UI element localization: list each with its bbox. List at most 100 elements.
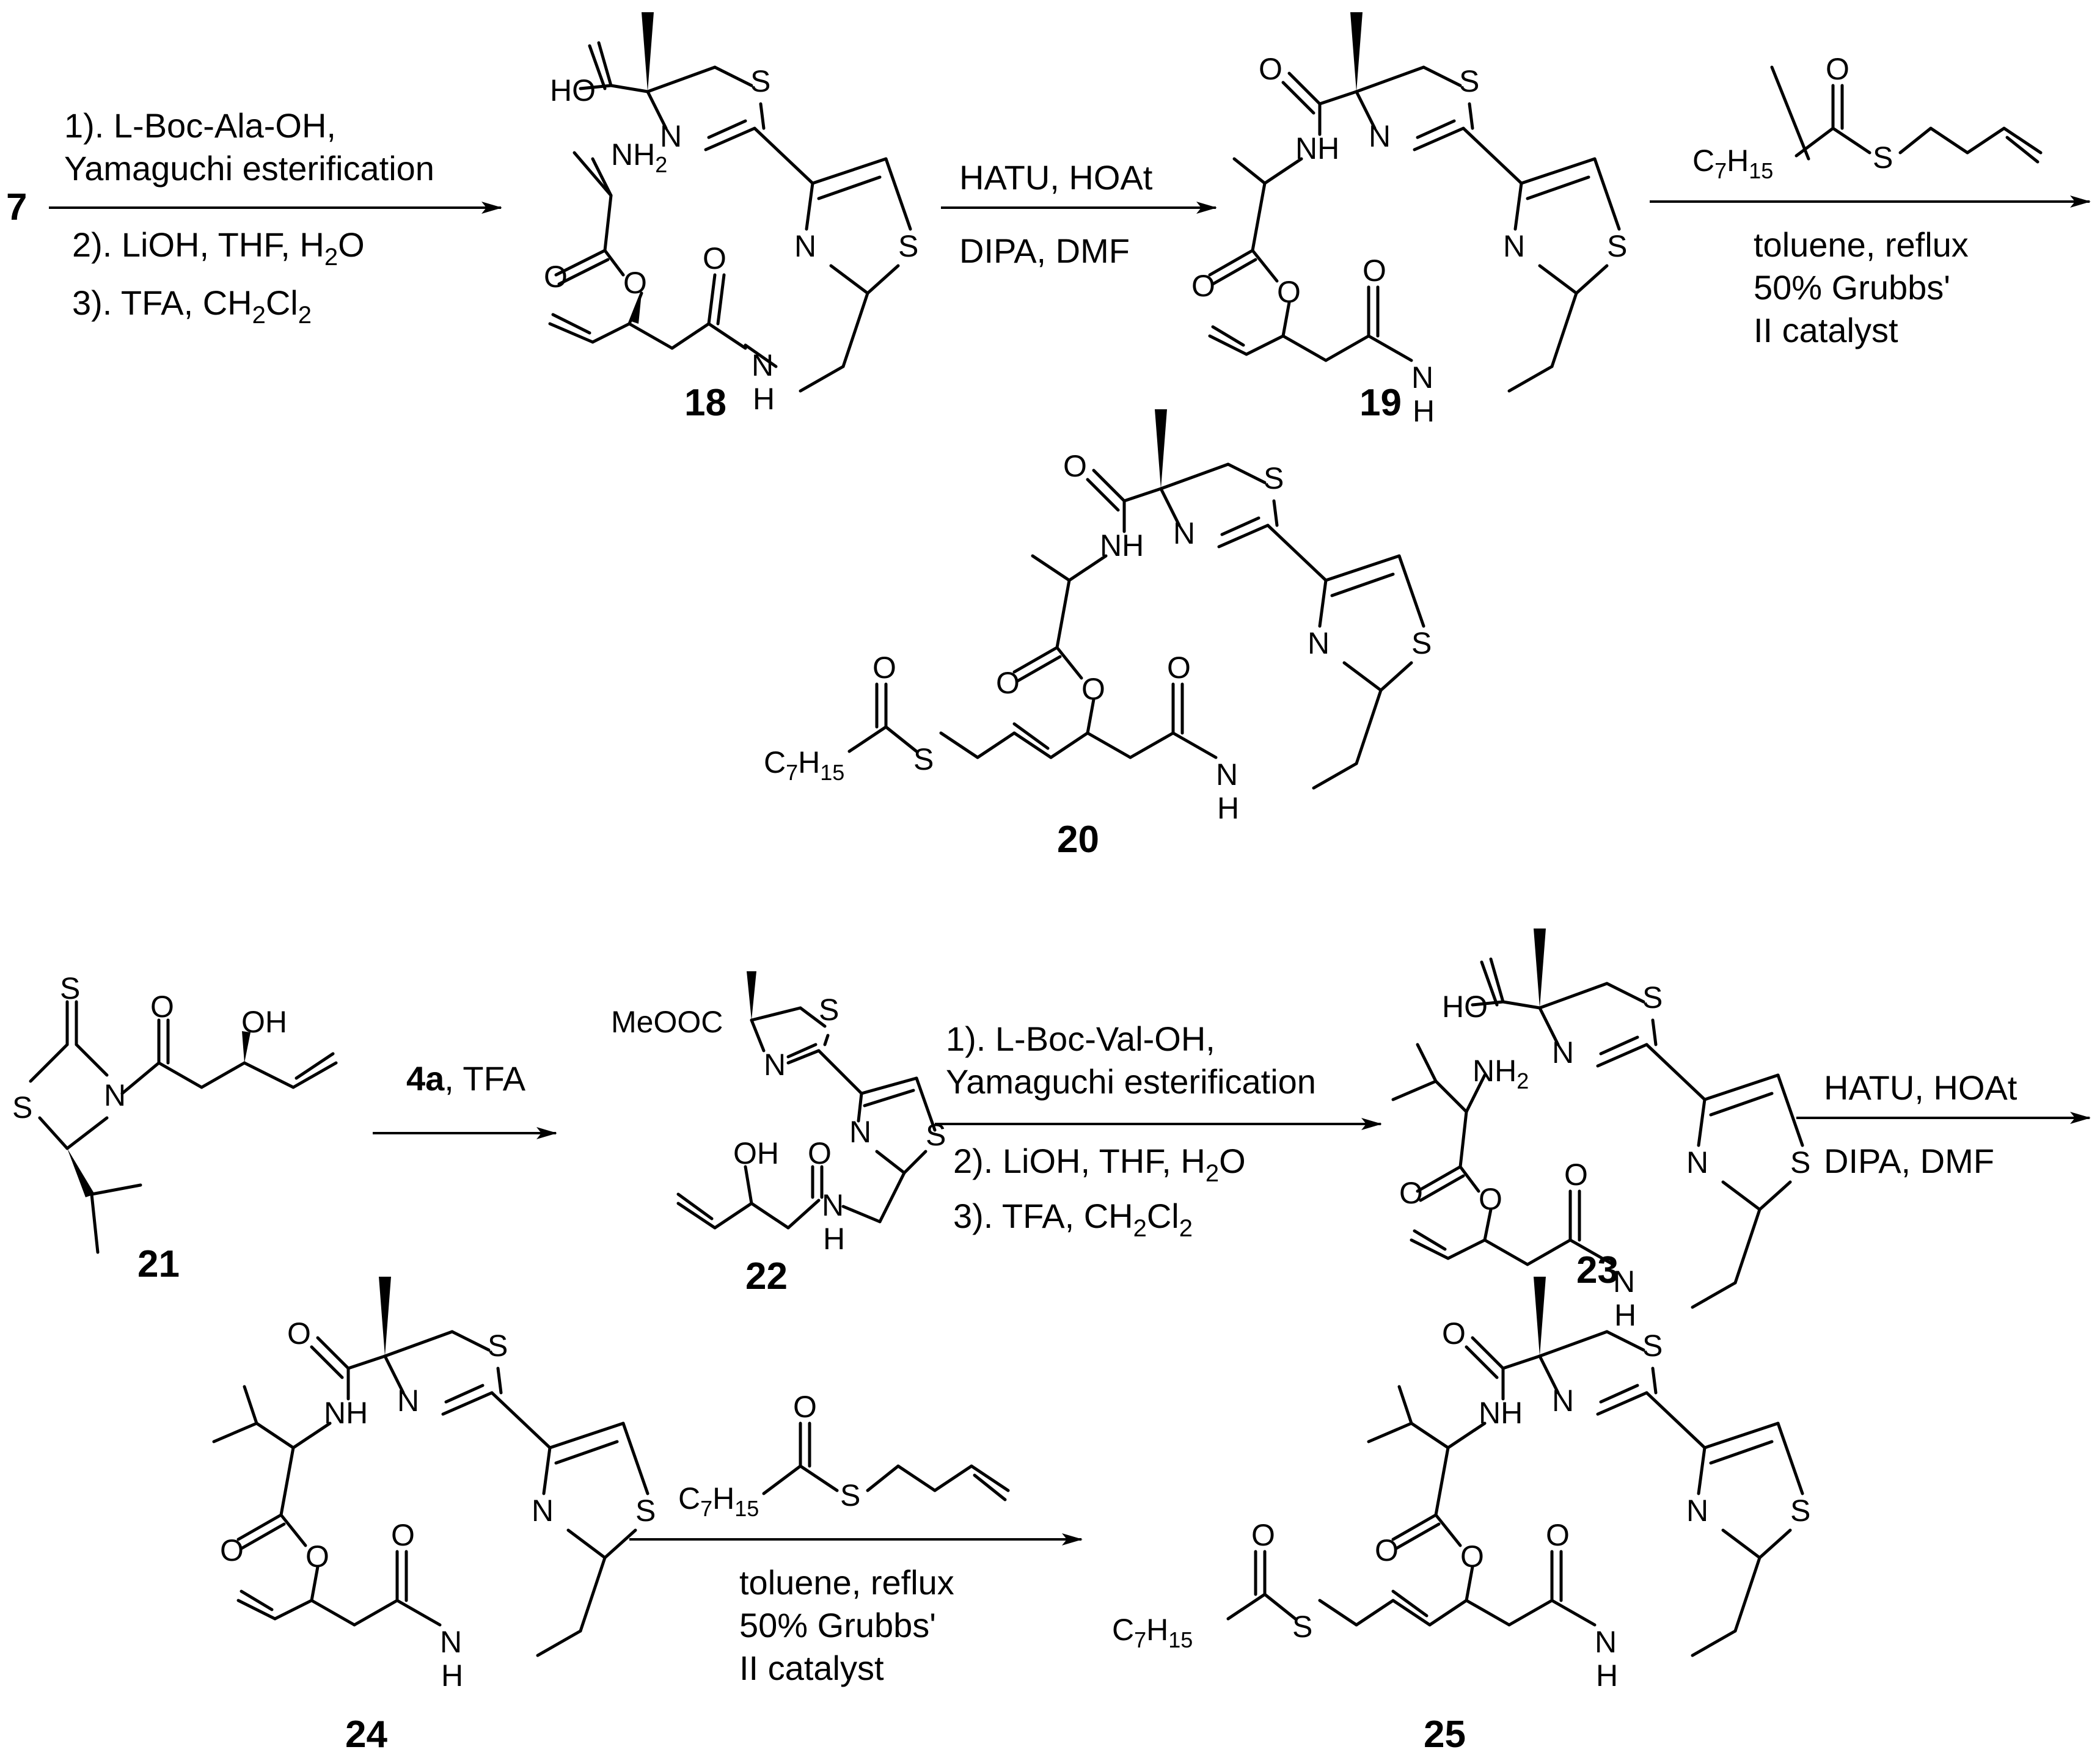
label-21: 21 (137, 1243, 180, 1285)
svg-text:S: S (1607, 229, 1627, 263)
svg-text:S: S (1264, 461, 1284, 495)
svg-text:O: O (1063, 449, 1087, 483)
label-18: 18 (684, 382, 726, 424)
label-24: 24 (345, 1713, 387, 1755)
compound-22: MeOOC S N N S OH O N H (611, 971, 946, 1256)
svg-text:O: O (305, 1539, 329, 1574)
svg-text:O: O (1259, 52, 1282, 86)
step1-cond-4: 3). TFA, CH2Cl2 (72, 283, 312, 329)
step3-cond-2: 50% Grubbs' (1754, 268, 1950, 307)
step6-cond-above: HATU, HOAt (1824, 1068, 2018, 1107)
svg-text:O: O (1363, 254, 1386, 288)
svg-text:O: O (793, 1390, 817, 1424)
svg-text:S: S (12, 1090, 32, 1125)
compound-21: S S N O OH (12, 971, 338, 1254)
label-25: 25 (1424, 1713, 1466, 1755)
step7-cond-1: toluene, reflux (739, 1563, 954, 1602)
svg-text:NH: NH (324, 1396, 368, 1430)
compound-19: O N S N S NH O O O N H (1191, 12, 1627, 428)
svg-text:N: N (1595, 1625, 1617, 1659)
step7-reagent: O S C7H15 (678, 1390, 1010, 1521)
svg-text:N: N (1686, 1145, 1708, 1180)
svg-text:S: S (1873, 140, 1893, 175)
svg-text:N: N (1686, 1494, 1708, 1528)
svg-text:NH: NH (1479, 1396, 1523, 1430)
svg-text:C7H15: C7H15 (764, 745, 844, 785)
svg-text:HO: HO (550, 73, 596, 108)
svg-text:S: S (840, 1478, 860, 1512)
svg-text:NH: NH (1295, 131, 1339, 166)
svg-text:O: O (1277, 275, 1301, 309)
step7-cond-2: 50% Grubbs' (739, 1606, 936, 1644)
svg-text:S: S (1411, 626, 1432, 660)
svg-text:S: S (1459, 64, 1479, 98)
svg-text:N: N (1411, 360, 1433, 395)
svg-text:N: N (1369, 119, 1391, 153)
svg-text:OH: OH (733, 1136, 779, 1170)
svg-text:O: O (808, 1136, 832, 1170)
svg-text:H: H (823, 1222, 845, 1256)
step5-cond-4: 3). TFA, CH2Cl2 (953, 1197, 1193, 1242)
svg-text:O: O (1375, 1533, 1399, 1567)
svg-text:OH: OH (241, 1005, 287, 1039)
svg-text:N: N (794, 229, 816, 263)
compound-24: O N S N S NH O O O N H (212, 1277, 656, 1693)
svg-text:N: N (1503, 229, 1525, 263)
svg-text:NH: NH (1100, 528, 1144, 563)
label-22: 22 (745, 1255, 788, 1297)
svg-text:O: O (623, 266, 647, 300)
svg-text:S: S (898, 229, 918, 263)
svg-text:H: H (753, 382, 775, 416)
svg-text:S: S (1292, 1610, 1312, 1644)
svg-text:O: O (1399, 1176, 1423, 1210)
svg-text:O: O (1479, 1182, 1502, 1216)
step2-cond-above: HATU, HOAt (959, 158, 1153, 197)
svg-text:N: N (397, 1384, 419, 1418)
svg-text:O: O (1167, 651, 1191, 685)
compound-18: HO N S N S NH2 O O O N H (544, 12, 918, 416)
label-20: 20 (1057, 819, 1099, 861)
svg-text:S: S (913, 742, 934, 776)
svg-text:O: O (1442, 1316, 1466, 1351)
svg-text:O: O (1826, 52, 1849, 86)
svg-text:C7H15: C7H15 (678, 1481, 759, 1521)
step4-cond: 4a, TFA (406, 1059, 526, 1098)
step3-cond-1: toluene, reflux (1754, 225, 1969, 264)
svg-text:H: H (1614, 1298, 1636, 1332)
step2-cond-below: DIPA, DMF (959, 232, 1130, 270)
step6-cond-below: DIPA, DMF (1824, 1142, 1994, 1180)
svg-text:O: O (544, 260, 568, 294)
step1-cond-1: 1). L-Boc-Ala-OH, (64, 106, 336, 145)
svg-text:C7H15: C7H15 (1692, 144, 1773, 183)
svg-text:S: S (488, 1329, 508, 1363)
svg-text:MeOOC: MeOOC (611, 1005, 723, 1039)
svg-text:S: S (60, 971, 80, 1005)
step5-cond-3: 2). LiOH, THF, H2O (953, 1142, 1246, 1187)
label-23: 23 (1576, 1249, 1619, 1291)
svg-text:S: S (1642, 980, 1663, 1015)
svg-text:S: S (1790, 1145, 1810, 1180)
svg-text:N: N (849, 1115, 871, 1149)
step3-cond-3: II catalyst (1754, 311, 1898, 349)
svg-text:S: S (819, 993, 839, 1027)
svg-text:H: H (1596, 1658, 1618, 1693)
step5-cond-1: 1). L-Boc-Val-OH, (946, 1020, 1215, 1058)
svg-text:O: O (1191, 269, 1215, 303)
svg-text:NH2: NH2 (611, 137, 667, 177)
svg-text:N: N (660, 119, 682, 153)
svg-text:NH2: NH2 (1473, 1054, 1529, 1093)
svg-text:S: S (1790, 1494, 1810, 1528)
svg-text:N: N (1173, 516, 1195, 550)
svg-text:S: S (750, 64, 770, 98)
svg-text:N: N (1552, 1384, 1574, 1418)
svg-text:N: N (822, 1188, 844, 1222)
step5-cond-2: Yamaguchi esterification (946, 1062, 1316, 1101)
compound-20: O N S N S NH O O O N H S O C7H15 (764, 409, 1432, 825)
svg-text:S: S (635, 1494, 656, 1528)
svg-text:N: N (752, 348, 774, 382)
svg-text:N: N (532, 1494, 554, 1528)
svg-text:O: O (1081, 672, 1105, 706)
svg-text:H: H (441, 1658, 463, 1693)
svg-text:O: O (996, 666, 1020, 700)
svg-text:O: O (150, 990, 174, 1024)
